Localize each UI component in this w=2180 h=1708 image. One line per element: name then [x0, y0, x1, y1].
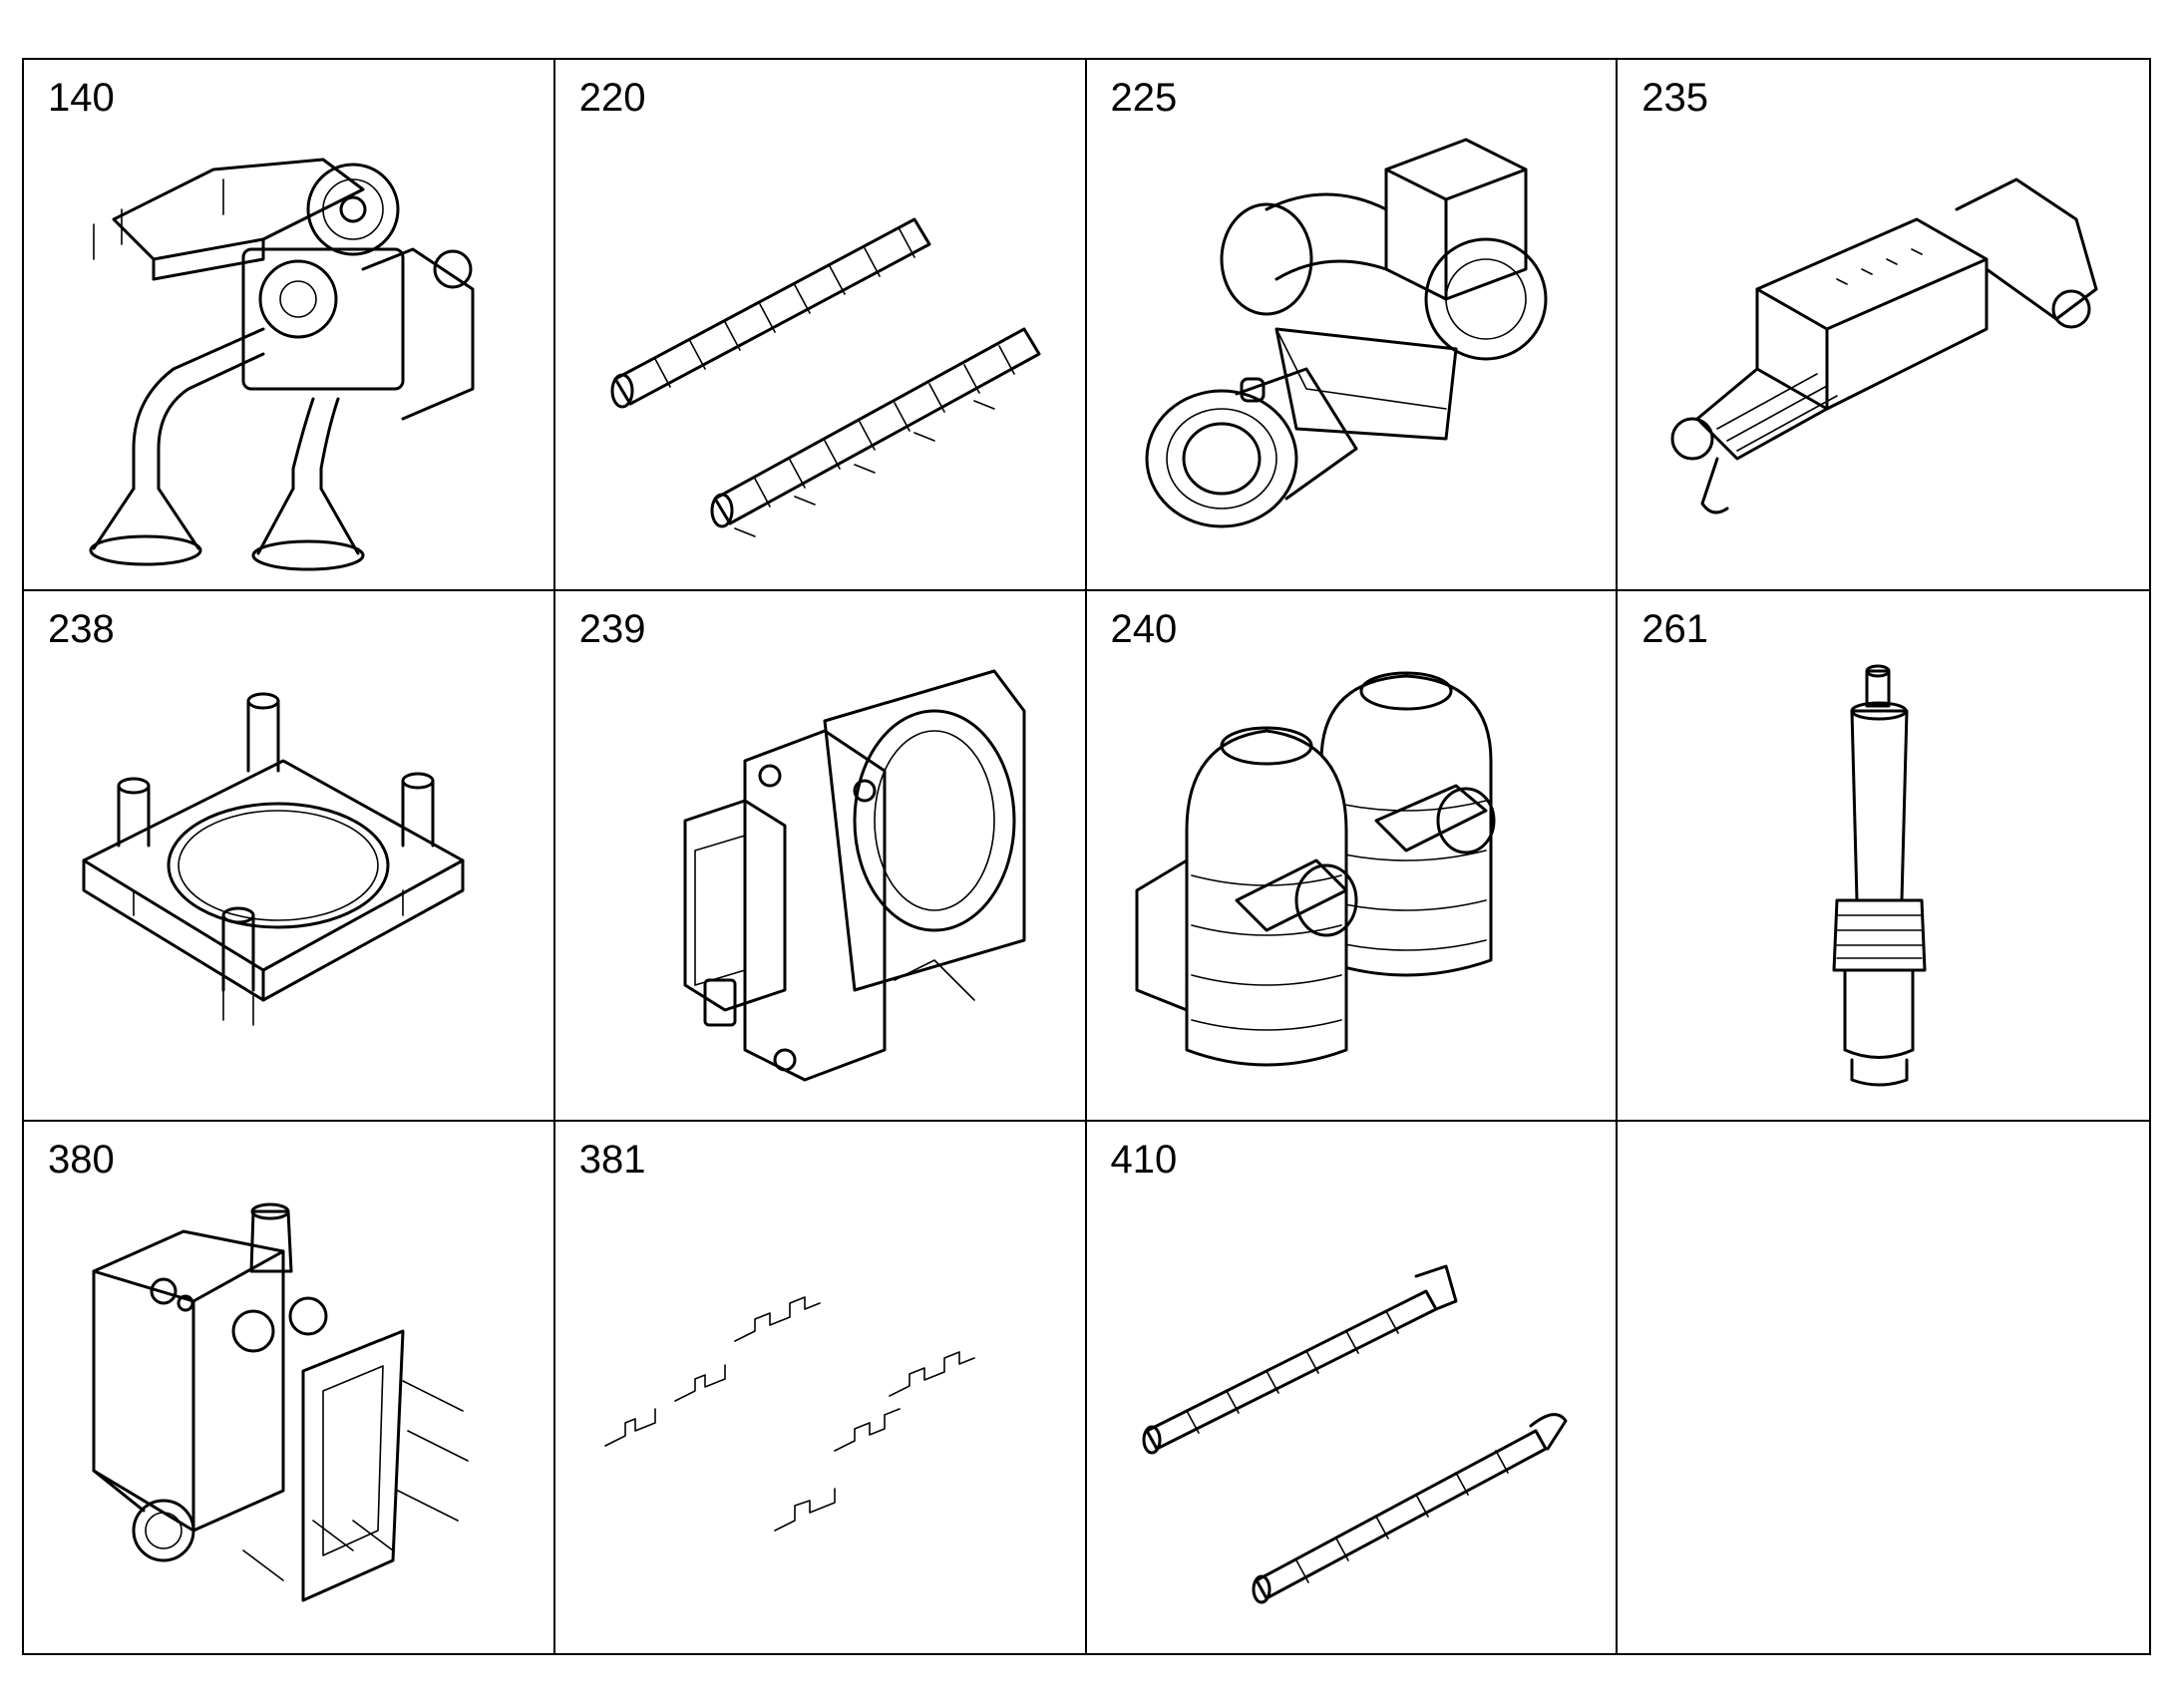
part-cell-380[interactable]: 380 — [24, 1122, 555, 1653]
part-number: 238 — [48, 606, 115, 651]
balance-shafts-icon — [1127, 1192, 1576, 1630]
part-cell-240[interactable]: 240 — [1086, 590, 1619, 1123]
part-number: 381 — [578, 1138, 646, 1183]
part-number: 261 — [1641, 606, 1708, 651]
parts-catalog-grid: 140 — [22, 58, 2151, 1655]
part-number: 140 — [48, 76, 115, 120]
intake-housing-icon — [1127, 130, 1576, 568]
part-cell-239[interactable]: 239 — [554, 590, 1087, 1123]
intake-manifold-icon — [1657, 130, 2106, 568]
part-number: 240 — [1110, 606, 1178, 651]
twin-camshaft-icon — [595, 130, 1044, 568]
part-cell-225[interactable]: 225 — [1086, 60, 1619, 591]
injector-icon — [1657, 661, 2106, 1100]
part-cell-220[interactable]: 220 — [554, 60, 1087, 591]
part-cell-238[interactable]: 238 — [24, 590, 555, 1123]
part-cell-235[interactable]: 235 — [1618, 60, 2149, 591]
twin-filter-canister-icon — [1127, 661, 1576, 1100]
part-cell-140[interactable]: 140 — [24, 60, 555, 591]
part-number: 410 — [1110, 1138, 1178, 1183]
part-number: 380 — [48, 1138, 115, 1183]
part-cell-410[interactable]: 410 — [1087, 1122, 1619, 1653]
oil-pump-assembly-icon — [64, 130, 513, 571]
part-number: 220 — [578, 76, 646, 120]
engine-block-housing-icon — [64, 1192, 513, 1630]
mounting-flange-icon — [64, 661, 513, 1100]
part-cell-381[interactable]: 381 — [555, 1122, 1087, 1653]
empty-cell — [1618, 1122, 2149, 1653]
wire-clips-icon — [595, 1192, 1044, 1630]
part-number: 239 — [578, 606, 646, 651]
part-number: 225 — [1110, 76, 1178, 120]
part-number: 235 — [1641, 76, 1708, 120]
throttle-body-icon — [595, 661, 1044, 1100]
part-cell-261[interactable]: 261 — [1618, 591, 2149, 1123]
